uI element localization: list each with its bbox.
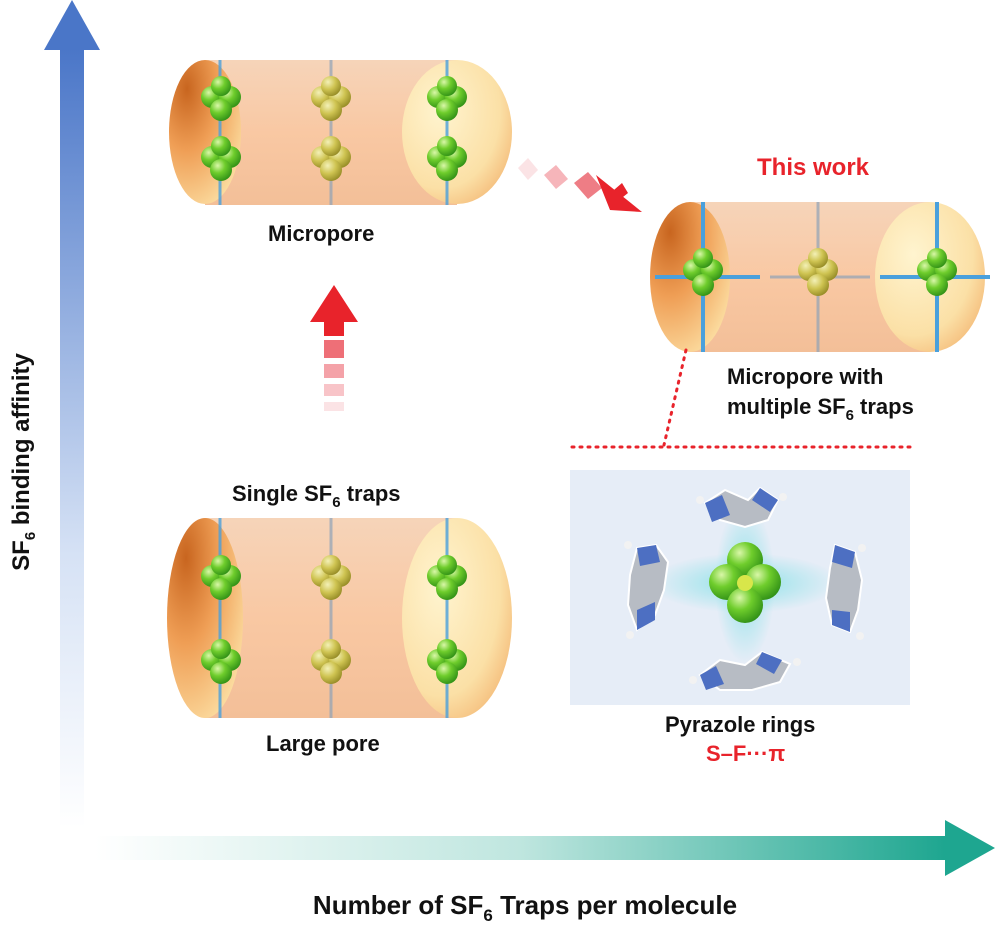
x-axis-label: Number of SF6 Traps per molecule [312, 890, 738, 925]
pyrazole-ring [824, 543, 866, 640]
sf6-molecule [201, 555, 241, 600]
this-work-label: This work [757, 154, 870, 181]
multi-trap-pore-cylinder [650, 202, 990, 352]
x-axis [95, 820, 995, 876]
sf6-molecule [427, 555, 467, 600]
sf6-molecule [427, 639, 467, 684]
sf6-molecule [917, 248, 957, 296]
pyrazole-ring [624, 541, 670, 639]
sf6-molecule [427, 76, 467, 121]
sf6-molecule [709, 542, 781, 623]
upward-red-arrow [310, 285, 358, 411]
pyrazole-caption: Pyrazole rings [665, 712, 816, 737]
sf6-molecule [311, 639, 351, 684]
sf6-molecule [798, 248, 838, 296]
multi-trap-label-line1: Micropore with [727, 364, 884, 389]
sf6-molecule [201, 639, 241, 684]
sf6-molecule [311, 136, 351, 181]
sf6-molecule [683, 248, 723, 296]
single-traps-label: Single SF6 traps [232, 481, 401, 511]
sf6-molecule [311, 555, 351, 600]
micropore-cylinder [169, 60, 512, 205]
y-axis [44, 0, 100, 828]
diagonal-red-arrow [518, 158, 642, 212]
pyrazole-ring [696, 486, 787, 529]
large-pore-label: Large pore [266, 731, 380, 756]
interaction-label: S–F···π [706, 741, 786, 766]
y-axis-label: SF6 binding affinity [8, 353, 39, 571]
sf6-molecule [311, 76, 351, 121]
large-pore-cylinder [167, 518, 512, 718]
micropore-label: Micropore [268, 221, 375, 246]
pyrazole-ring [689, 650, 801, 691]
sf6-molecule [201, 136, 241, 181]
pyrazole-inset [570, 470, 910, 705]
sf6-molecule [427, 136, 467, 181]
dotted-connector [570, 348, 914, 449]
multi-trap-label-line2: multiple SF6 traps [727, 394, 914, 424]
sf6-molecule [201, 76, 241, 121]
